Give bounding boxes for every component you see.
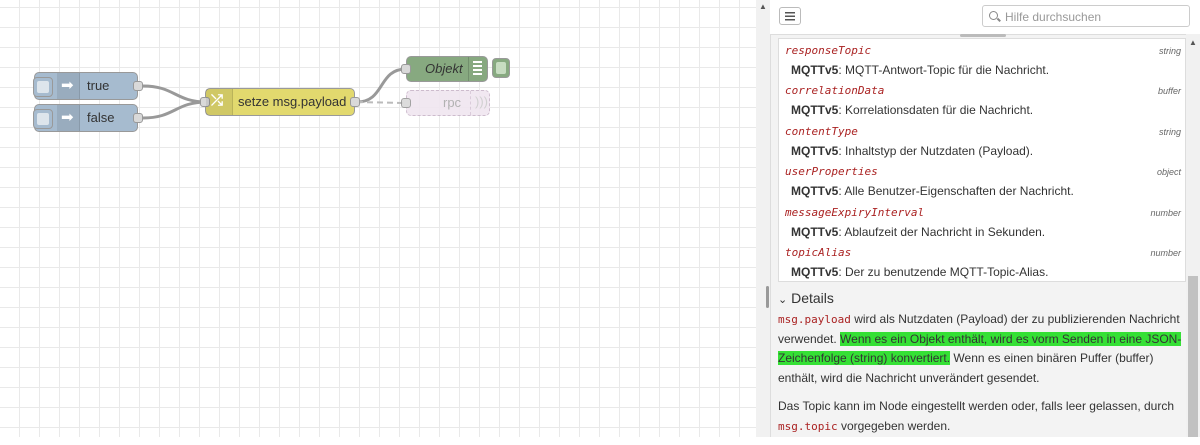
- list-icon: [468, 57, 487, 81]
- property-item: messageExpiryInterval number MQTTv5: Abl…: [785, 206, 1181, 244]
- property-type: number: [1150, 208, 1181, 218]
- change-node[interactable]: ⤮ setze msg.payload: [200, 88, 360, 116]
- help-scrollbar[interactable]: ▲: [1186, 34, 1200, 437]
- output-port[interactable]: [133, 113, 143, 123]
- wire-true-to-change: [142, 84, 208, 104]
- property-name: userProperties: [785, 165, 878, 178]
- details-paragraph: msg.payload wird als Nutzdaten (Payload)…: [778, 312, 1182, 385]
- property-item: topicAlias number MQTTv5: Der zu benutze…: [785, 246, 1181, 281]
- scrollbar-thumb[interactable]: [1188, 276, 1198, 437]
- workspace-scrollbar[interactable]: ▲: [756, 0, 771, 437]
- inject-node-false[interactable]: ➡ false: [33, 104, 143, 132]
- node-label: false: [87, 110, 115, 125]
- property-type: string: [1158, 127, 1181, 137]
- property-type: buffer: [1157, 86, 1181, 96]
- node-label: Objekt: [425, 61, 463, 76]
- property-description: MQTTv5: Ablaufzeit der Nachricht in Seku…: [791, 225, 1046, 239]
- details-paragraph: Das Topic kann im Node eingestellt werde…: [778, 399, 1174, 433]
- search-icon: [989, 11, 998, 20]
- inject-node-true[interactable]: ➡ true: [33, 72, 143, 100]
- property-name: correlationData: [785, 84, 885, 97]
- property-item: userProperties object MQTTv5: Alle Benut…: [785, 165, 1181, 203]
- input-port[interactable]: [200, 97, 210, 107]
- arrow-right-icon: ➡: [57, 73, 80, 99]
- wire-change-to-debug: [356, 67, 407, 104]
- node-label: rpc: [443, 95, 462, 110]
- help-search[interactable]: [982, 5, 1190, 27]
- property-item: responseTopic string MQTTv5: MQTT-Antwor…: [785, 44, 1181, 82]
- property-type: string: [1158, 46, 1181, 56]
- property-description: MQTTv5: Alle Benutzer-Eigenschaften der …: [791, 184, 1074, 198]
- property-item: correlationData buffer MQTTv5: Korrelati…: [785, 84, 1181, 122]
- property-description: MQTTv5: MQTT-Antwort-Topic für die Nachr…: [791, 63, 1050, 77]
- input-port[interactable]: [401, 98, 411, 108]
- message-properties-list: responseTopic string MQTTv5: MQTT-Antwor…: [778, 38, 1186, 282]
- chevron-down-icon: ⌄: [778, 294, 788, 306]
- flow-workspace[interactable]: ➡ true ➡ false ⤮ setze msg.payload Objek…: [0, 0, 756, 437]
- output-port[interactable]: [350, 97, 360, 107]
- inject-button[interactable]: [33, 109, 53, 129]
- arrow-up-icon[interactable]: ▲: [1189, 38, 1197, 47]
- panel-divider-handle[interactable]: [960, 34, 1006, 37]
- input-port[interactable]: [401, 64, 411, 74]
- property-description: MQTTv5: Der zu benutzende MQTT-Topic-Ali…: [791, 265, 1049, 279]
- output-port[interactable]: [133, 81, 143, 91]
- property-name: responseTopic: [785, 44, 872, 57]
- rpc-node-disabled[interactable]: rpc ))): [401, 90, 490, 116]
- help-search-input[interactable]: [1003, 7, 1187, 27]
- wire-change-to-rpc: [356, 101, 407, 104]
- details-section-toggle[interactable]: ⌄ Details: [778, 290, 834, 306]
- property-item: contentType string MQTTv5: Inhaltstyp de…: [785, 125, 1181, 163]
- debug-node[interactable]: Objekt: [401, 56, 488, 82]
- property-name: topicAlias: [785, 246, 852, 259]
- shuffle-icon: ⤮: [206, 89, 233, 115]
- property-type: object: [1156, 167, 1181, 177]
- details-title: Details: [791, 290, 834, 306]
- broadcast-icon: ))): [470, 91, 489, 115]
- node-label: setze msg.payload: [238, 94, 347, 109]
- arrow-up-icon[interactable]: ▲: [759, 2, 767, 11]
- list-icon: [785, 12, 795, 21]
- flow-wires: [142, 67, 407, 120]
- property-description: MQTTv5: Korrelationsdaten für die Nachri…: [791, 103, 1034, 117]
- property-name: messageExpiryInterval: [785, 206, 925, 219]
- inject-button[interactable]: [33, 77, 53, 97]
- debug-toggle-button[interactable]: [492, 58, 510, 78]
- arrow-right-icon: ➡: [57, 105, 80, 131]
- node-label: true: [87, 78, 110, 93]
- details-body: msg.payload wird als Nutzdaten (Payload)…: [778, 310, 1184, 445]
- toc-toggle-button[interactable]: [779, 7, 801, 25]
- sidebar-resize-handle[interactable]: [766, 286, 769, 308]
- wire-false-to-change: [142, 100, 208, 120]
- property-type: number: [1150, 248, 1181, 258]
- property-description: MQTTv5: Inhaltstyp der Nutzdaten (Payloa…: [791, 144, 1034, 158]
- property-name: contentType: [785, 125, 858, 138]
